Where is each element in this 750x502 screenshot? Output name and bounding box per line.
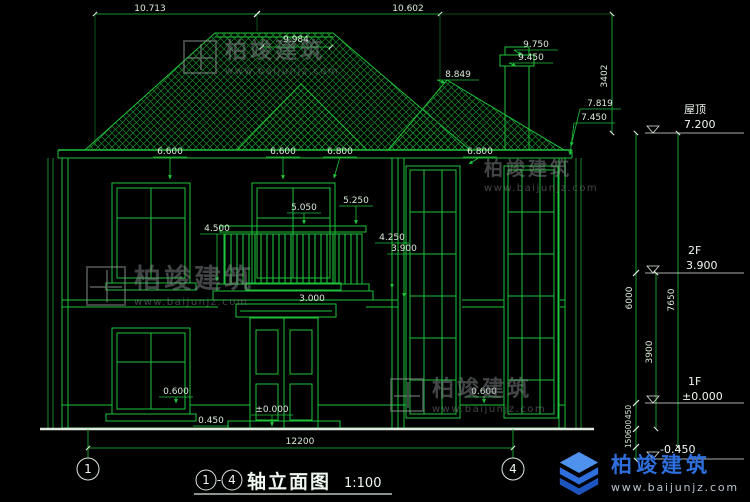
dim-4250: 4.250 [379, 233, 405, 243]
axis-bubble-1 [76, 457, 100, 481]
window-2f-left [105, 182, 197, 291]
dim-9750: 9.750 [523, 40, 549, 50]
dim-6800-b: 6.800 [467, 147, 493, 157]
dim-150: 150 [624, 434, 633, 449]
dim-10602: 10.602 [392, 4, 424, 14]
axis-and-title [76, 457, 525, 495]
drawing-scale: 1:100 [344, 476, 381, 491]
level-texts: 屋顶 7.200 2F 3.900 1F ±0.000 -0.450 [660, 103, 723, 456]
walls [47, 157, 582, 429]
logo-url: www.baijunjz.com [611, 480, 739, 494]
dim-8849: 8.849 [445, 70, 471, 80]
dim-10713: 10.713 [134, 4, 166, 14]
roof [57, 32, 573, 159]
logo-brand: 柏竣建筑 [611, 453, 711, 478]
dim-7650: 7650 [667, 288, 677, 311]
dim-7819: 7.819 [587, 99, 613, 109]
window-tall-right [503, 165, 559, 419]
dim-3000: 3.000 [299, 294, 325, 304]
dim-6800-a: 6.800 [327, 147, 353, 157]
dim-4500: 4.500 [204, 224, 230, 234]
dim-3900: 3.900 [391, 244, 417, 254]
level-1f-value: ±0.000 [682, 390, 723, 403]
dim-450: 450 [624, 405, 633, 420]
dimension-texts: 10.713 10.602 9.984 9.750 9.450 8.849 7.… [134, 4, 677, 448]
dim-600: 600 [624, 420, 633, 435]
dim-6600-a: 6.600 [157, 147, 183, 157]
balcony [212, 225, 374, 301]
dim-3900-v: 3900 [645, 340, 655, 363]
dim-0600-b: 0.600 [471, 387, 497, 397]
dim-12200: 12200 [286, 437, 315, 447]
dim-5050: 5.050 [291, 203, 317, 213]
dim-6600-b: 6.600 [270, 147, 296, 157]
dim-9984: 9.984 [283, 35, 309, 45]
level-roof-value: 7.200 [684, 118, 716, 131]
level-markers [645, 125, 744, 460]
door-canopy [235, 303, 337, 318]
level-2f-value: 3.900 [686, 259, 718, 272]
dim-0600-a: 0.600 [163, 387, 189, 397]
axis-number-1: 1 [84, 462, 92, 476]
title-texts: 1 4 1 - 4 轴立面图 1:100 [84, 462, 517, 493]
drawing-title: 轴立面图 [247, 470, 331, 493]
baijun-logo: 柏竣建筑 www.baijunjz.com [556, 449, 739, 499]
title-dash: - [217, 473, 221, 487]
level-2f-label: 2F [688, 244, 701, 257]
dim-pm0000: ±0.000 [255, 405, 289, 415]
window-2f-center [245, 182, 342, 291]
title-axis-bubble-1 [195, 469, 217, 491]
level-below-grade: -0.450 [660, 443, 695, 456]
dim-5250: 5.250 [343, 196, 369, 206]
dimension-lines [85, 10, 681, 463]
axis-number-4: 4 [509, 462, 517, 476]
baijun-logo-icon [559, 451, 599, 496]
title-axis-4: 4 [228, 473, 236, 487]
dim-9450: 9.450 [518, 53, 544, 63]
window-1f-left [105, 327, 197, 422]
title-axis-1: 1 [202, 473, 210, 487]
dim-6000: 6000 [625, 286, 635, 309]
dim-7450: 7.450 [581, 113, 607, 123]
dim-0450: 0.450 [198, 416, 224, 426]
level-1f-label: 1F [688, 375, 701, 388]
window-tall-left [405, 165, 461, 419]
title-axis-bubble-4 [221, 469, 243, 491]
level-roof-label: 屋顶 [684, 103, 706, 116]
axis-bubble-4 [501, 457, 525, 481]
chimney [499, 46, 535, 151]
dim-3402: 3402 [600, 65, 610, 88]
